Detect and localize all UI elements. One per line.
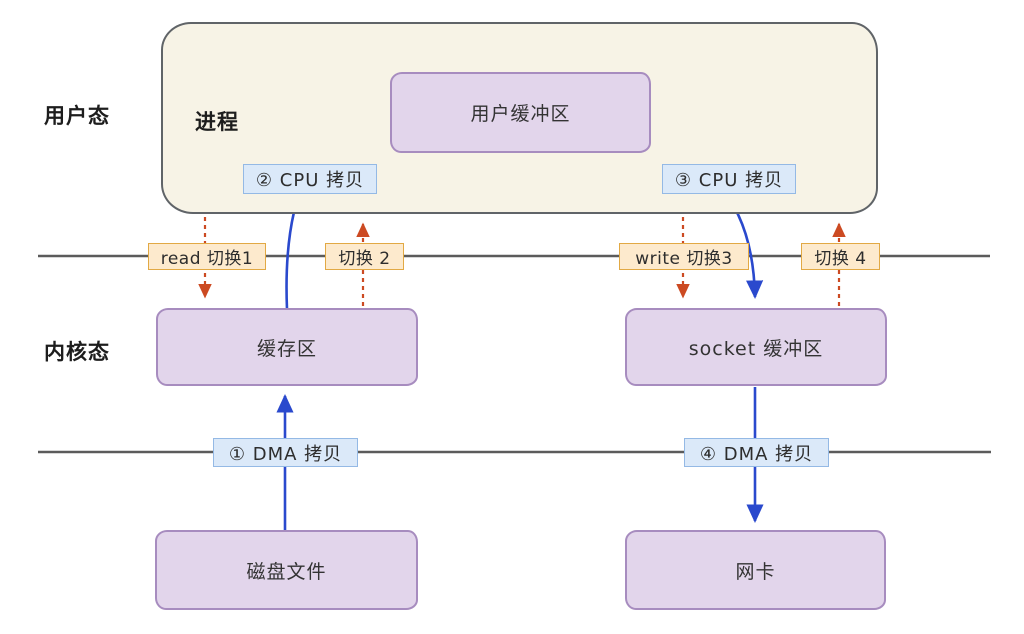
switch-2-label: 切换 2 bbox=[325, 243, 404, 270]
dma-copy-1-label: ① DMA 拷贝 bbox=[213, 438, 358, 467]
nic-label: 网卡 bbox=[735, 560, 776, 583]
disk-file-label: 磁盘文件 bbox=[246, 560, 327, 583]
kernel-mode-label: 内核态 bbox=[44, 340, 110, 364]
switch-2-text: 切换 2 bbox=[338, 249, 391, 269]
socket-buffer-node: socket 缓冲区 bbox=[625, 308, 887, 386]
write-switch-3-text: write 切换3 bbox=[635, 249, 733, 269]
disk-file-node: 磁盘文件 bbox=[155, 530, 418, 610]
dma-copy-4-text: ④ DMA 拷贝 bbox=[699, 443, 814, 465]
user-buffer-label: 用户缓冲区 bbox=[470, 103, 571, 125]
switch-4-label: 切换 4 bbox=[801, 243, 880, 270]
read-switch-1-text: read 切换1 bbox=[160, 249, 254, 269]
process-label: 进程 bbox=[195, 110, 239, 134]
kernel-buffer-node: 缓存区 bbox=[156, 308, 418, 386]
dma-copy-1-text: ① DMA 拷贝 bbox=[228, 443, 343, 465]
write-switch-3-label: write 切换3 bbox=[619, 243, 749, 270]
socket-buffer-label: socket 缓冲区 bbox=[688, 337, 824, 360]
cpu-copy-2-label: ② CPU 拷贝 bbox=[243, 164, 377, 194]
nic-node: 网卡 bbox=[625, 530, 886, 610]
switch-4-text: 切换 4 bbox=[814, 249, 867, 269]
cpu-copy-3-text: ③ CPU 拷贝 bbox=[674, 170, 784, 191]
read-switch-1-label: read 切换1 bbox=[148, 243, 266, 270]
dma-copy-4-label: ④ DMA 拷贝 bbox=[684, 438, 829, 467]
user-mode-label: 用户态 bbox=[44, 104, 110, 128]
cpu-copy-2-text: ② CPU 拷贝 bbox=[255, 170, 365, 191]
cpu-copy-3-label: ③ CPU 拷贝 bbox=[662, 164, 796, 194]
user-buffer-node: 用户缓冲区 bbox=[390, 72, 651, 153]
kernel-buffer-label: 缓存区 bbox=[256, 337, 317, 360]
